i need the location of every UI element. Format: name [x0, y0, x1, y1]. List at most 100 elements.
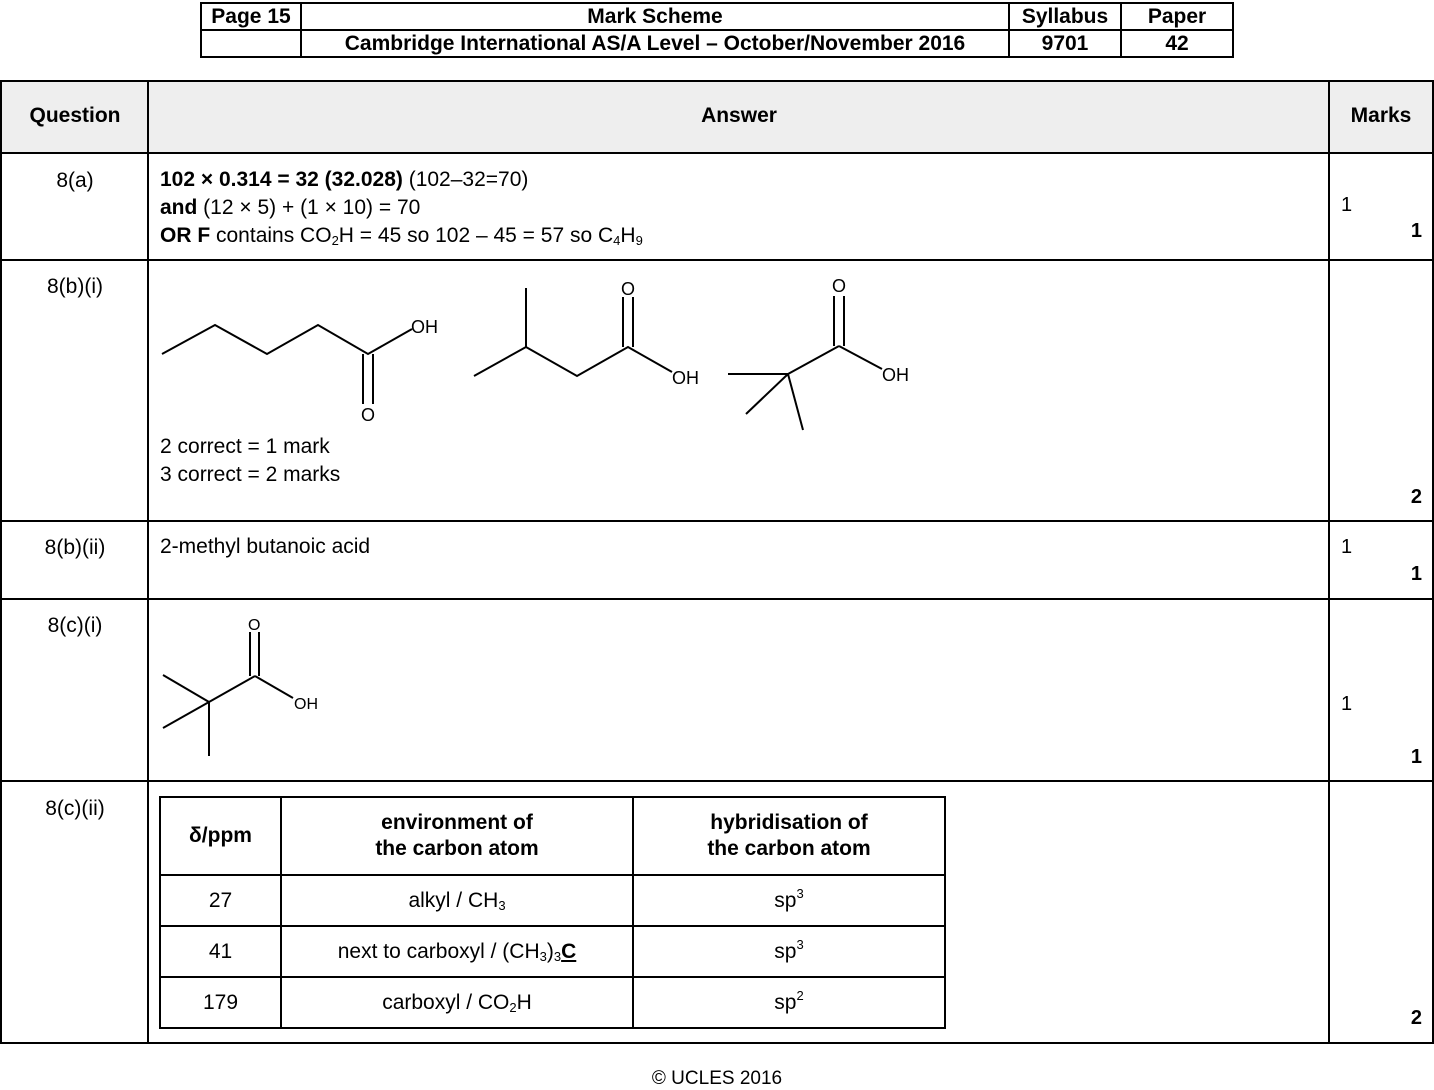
paper-label: Paper [1120, 2, 1234, 31]
hybridisation-text: sp [774, 990, 797, 1014]
answer-8bii: 2-methyl butanoic acid [160, 535, 371, 558]
question-8cii: 8(c)(ii) [45, 797, 105, 820]
answer-8a-line3-bold: OR F [160, 224, 211, 247]
header-line: the carbon atom [707, 837, 871, 860]
syllabus-code: 9701 [1008, 29, 1122, 58]
page-number: Page 15 [200, 2, 302, 31]
methyl-branch [745, 373, 789, 415]
syllabus-label: Syllabus [1008, 2, 1122, 31]
question-8bi: 8(b)(i) [47, 275, 103, 298]
hybridisation-value: sp2 [632, 976, 946, 1029]
hybridisation-text: sp [774, 939, 797, 963]
oh-label: OH [411, 317, 438, 337]
document-subtitle: Cambridge International AS/A Level – Oct… [300, 29, 1010, 58]
answer-8a-line3-text: H = 45 so 102 – 45 = 57 so C [338, 224, 614, 247]
nmr-header-hybridisation: hybridisation of the carbon atom [632, 796, 946, 876]
table-row: 27 alkyl / CH3 sp3 [159, 874, 946, 927]
methyl-branch [787, 373, 804, 431]
o-label: O [361, 405, 375, 425]
nmr-table: δ/ppm environment of the carbon atom hyb… [159, 796, 946, 1029]
superscript: 3 [796, 936, 804, 952]
header-blank-cell [200, 29, 302, 58]
subscript: 2 [331, 233, 339, 248]
answer-8bi-notes: 2 correct = 1 mark 3 correct = 2 marks [160, 433, 340, 489]
ppm-value: 27 [159, 874, 282, 927]
grid-line [147, 80, 149, 1044]
carbon-bond [208, 675, 256, 703]
skeletal-structures-8bi: OH O O OH O OH [161, 276, 909, 431]
mark-total-8ci: 1 [1410, 746, 1422, 768]
environment-text: alkyl / CH [408, 888, 499, 912]
subscript: 3 [498, 897, 506, 913]
grid-line [1, 152, 1433, 154]
methylbutanoic-acid-chain [473, 345, 673, 378]
answer-8a-line2-bold: and [160, 196, 198, 219]
column-header-background [2, 82, 1432, 152]
header-line: hybridisation of [710, 811, 868, 834]
subscript: 4 [613, 233, 621, 248]
answer-8a-line3-text: H [620, 224, 636, 247]
environment-value: alkyl / CH3 [280, 874, 634, 927]
hybridisation-value: sp3 [632, 925, 946, 978]
subscript: 9 [635, 233, 643, 248]
superscript: 3 [796, 885, 804, 901]
grid-line [1328, 80, 1330, 1044]
environment-text: carboxyl / CO [382, 990, 510, 1014]
question-8bii: 8(b)(ii) [44, 536, 106, 559]
o-label: O [832, 276, 846, 296]
question-8ci: 8(c)(i) [47, 614, 103, 637]
column-header-question: Question [29, 104, 121, 127]
nmr-header-environment: environment of the carbon atom [280, 796, 634, 876]
subscript: 2 [509, 999, 517, 1015]
grid-line [1, 1042, 1433, 1044]
grid-line [1, 780, 1433, 782]
mark-total-8bi: 2 [1410, 486, 1422, 508]
answer-8a-line1-bold: 102 × 0.314 = 32 (32.028) [160, 168, 403, 191]
marking-note: 3 correct = 2 marks [160, 463, 341, 486]
highlighted-carbon: C [561, 939, 577, 963]
mark-total-8cii: 2 [1410, 1007, 1422, 1029]
oh-label: OH [294, 696, 318, 713]
marking-note: 2 correct = 1 mark [160, 435, 330, 458]
environment-value: carboxyl / CO2H [280, 976, 634, 1029]
nmr-header-ppm: δ/ppm [159, 796, 282, 876]
grid-line [1, 598, 1433, 600]
column-header-marks: Marks [1350, 104, 1412, 127]
hybridisation-text: sp [774, 888, 797, 912]
grid-line [0, 80, 2, 1044]
table-row: 179 carboxyl / CO2H sp2 [159, 976, 946, 1029]
environment-text: H [516, 990, 532, 1014]
mark-point-8bii: 1 [1341, 536, 1353, 558]
grid-line [1, 259, 1433, 261]
answer-8a-line1: (102–32=70) [402, 168, 529, 191]
grid-line [1, 80, 1433, 82]
answer-8a-line2: (12 × 5) + (1 × 10) = 70 [197, 196, 421, 219]
answer-8a: 102 × 0.314 = 32 (32.028) (102–32=70) an… [160, 166, 643, 250]
environment-text: next to carboxyl / (CH [337, 939, 540, 963]
environment-text: ) [546, 939, 554, 963]
answer-8a-line3-text: contains CO [210, 224, 332, 247]
superscript: 2 [796, 987, 804, 1003]
table-row: 41 next to carboxyl / (CH3)3C sp3 [159, 925, 946, 978]
oh-label: OH [672, 368, 699, 388]
carbon-oh-bond [254, 675, 294, 699]
header-table: Page 15 Mark Scheme Syllabus Paper Cambr… [200, 2, 1234, 58]
copyright-footer: © UCLES 2016 [651, 1068, 783, 1089]
grid-line [1432, 80, 1434, 1044]
oh-label: OH [882, 365, 909, 385]
skeletal-structure-8ci: O OH [162, 617, 318, 756]
ppm-value: 41 [159, 925, 282, 978]
pentanoic-acid-chain [161, 323, 413, 356]
header-line: the carbon atom [375, 837, 539, 860]
o-label: O [248, 617, 260, 634]
question-8a: 8(a) [56, 169, 94, 192]
document-title: Mark Scheme [300, 2, 1010, 31]
mark-point-8a: 1 [1341, 194, 1353, 216]
carbon-oh-bond [838, 345, 883, 370]
carbon-bond [787, 345, 840, 375]
methyl-branch [162, 674, 210, 703]
subscript: 3 [539, 948, 547, 964]
mark-total-8bii: 1 [1410, 563, 1422, 585]
environment-value: next to carboxyl / (CH3)3C [280, 925, 634, 978]
ppm-value: 179 [159, 976, 282, 1029]
